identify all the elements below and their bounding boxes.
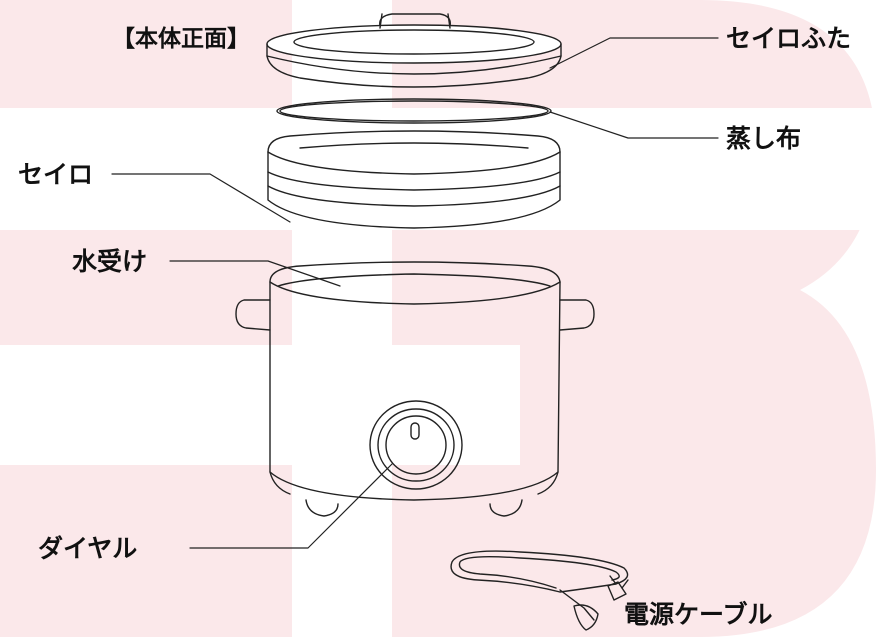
watermark-gaps	[0, 108, 876, 465]
steamer-lid-icon	[266, 13, 562, 88]
label-cloth: 蒸し布	[726, 124, 802, 153]
leader-lid	[549, 37, 719, 69]
power-cable-icon	[450, 550, 629, 631]
diagram-title: 【本体正面】	[112, 26, 250, 52]
steaming-cloth-icon	[276, 98, 552, 124]
label-dial: ダイヤル	[38, 534, 138, 563]
dial-icon	[369, 400, 463, 490]
leader-dial	[189, 463, 393, 549]
leader-water-tray	[169, 260, 341, 287]
label-water-tray: 水受け	[72, 247, 148, 276]
label-steamer: セイロ	[18, 160, 94, 189]
leader-lines	[111, 37, 719, 549]
steamer-basket-icon	[267, 130, 561, 229]
leader-steamer	[111, 173, 291, 223]
label-lid: セイロふた	[726, 24, 852, 53]
cooker-body-icon	[235, 261, 595, 517]
leader-cloth	[549, 111, 719, 139]
label-cable: 電源ケーブル	[624, 600, 773, 629]
